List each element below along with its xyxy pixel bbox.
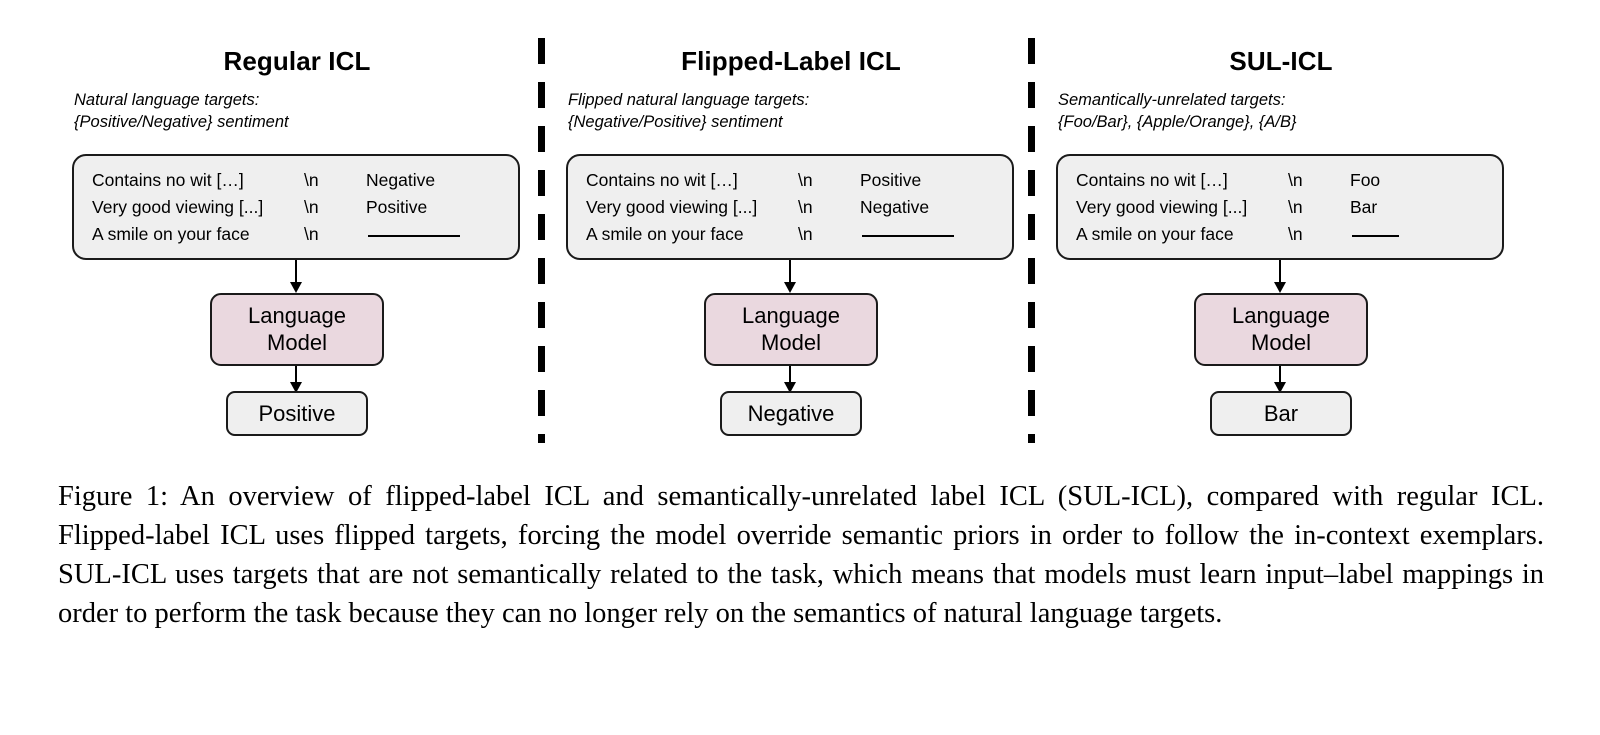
output-box-flipped: Negative (720, 391, 862, 436)
language-model-box-flipped: Language Model (704, 293, 878, 366)
prompt-input-text: A smile on your face (586, 224, 744, 244)
prompt-newline-token: \n (1288, 197, 1303, 217)
prompt-target-blank (860, 221, 1006, 248)
prompt-box-sul: Contains no wit […] \n Foo Very good vie… (1056, 154, 1504, 260)
column-sul-icl: SUL-ICL Semantically-unrelated targets: … (1046, 0, 1516, 470)
prompt-input-text: Contains no wit […] (586, 170, 738, 190)
arrow-prompt-to-model (783, 260, 798, 293)
prompt-target-label: Negative (366, 170, 436, 190)
blank-underscore (1352, 235, 1399, 237)
prompt-row: A smile on your face \n (586, 221, 1006, 248)
prompt-row: Very good viewing [...] \n Positive (92, 194, 512, 221)
prompt-row: A smile on your face \n (92, 221, 512, 248)
prompt-newline-token: \n (304, 197, 319, 217)
prompt-target-label: Bar (1350, 197, 1378, 217)
prompt-row: Very good viewing [...] \n Bar (1076, 194, 1496, 221)
prompt-row: A smile on your face \n (1076, 221, 1496, 248)
figure-caption-text: Figure 1: An overview of flipped-label I… (58, 481, 1544, 629)
language-model-box-regular: Language Model (210, 293, 384, 366)
prompt-rows: Contains no wit […] \n Negative Very goo… (92, 167, 512, 248)
prompt-target-label: Positive (860, 170, 922, 190)
prompt-newline-token: \n (304, 170, 319, 190)
prompt-input-text: Very good viewing [...] (586, 197, 758, 217)
prompt-box-flipped: Contains no wit […] \n Positive Very goo… (566, 154, 1014, 260)
column-title-regular: Regular ICL (223, 46, 371, 76)
column-subtitle-regular: Natural language targets: {Positive/Nega… (74, 91, 289, 131)
prompt-input-text: Very good viewing [...] (1076, 197, 1248, 217)
prompt-target-label: Foo (1350, 170, 1381, 190)
prompt-input-text: Contains no wit […] (92, 170, 244, 190)
arrow-model-to-output (783, 366, 798, 393)
prompt-target-blank (1350, 221, 1496, 248)
output-box-regular: Positive (226, 391, 368, 436)
column-divider-1 (538, 38, 545, 443)
blank-underscore (368, 235, 460, 237)
prompt-rows: Contains no wit […] \n Foo Very good vie… (1076, 167, 1496, 248)
prompt-row: Contains no wit […] \n Negative (92, 167, 512, 194)
prompt-box-regular: Contains no wit […] \n Negative Very goo… (72, 154, 520, 260)
arrow-model-to-output (289, 366, 304, 393)
prompt-newline-token: \n (798, 170, 813, 190)
prompt-newline-token: \n (798, 224, 813, 244)
language-model-box-sul: Language Model (1194, 293, 1368, 366)
prompt-row: Contains no wit […] \n Positive (586, 167, 1006, 194)
figure-caption: Figure 1: An overview of flipped-label I… (58, 478, 1544, 634)
prompt-newline-token: \n (304, 224, 319, 244)
prompt-input-text: A smile on your face (92, 224, 250, 244)
arrow-model-to-output (1273, 366, 1288, 393)
blank-underscore (862, 235, 954, 237)
column-subtitle-flipped: Flipped natural language targets: {Negat… (568, 91, 810, 131)
column-title-flipped: Flipped-Label ICL (681, 46, 901, 76)
output-box-sul: Bar (1210, 391, 1352, 436)
prompt-newline-token: \n (798, 197, 813, 217)
column-flipped-label-icl: Flipped-Label ICL Flipped natural langua… (556, 0, 1026, 470)
prompt-newline-token: \n (1288, 224, 1303, 244)
arrow-prompt-to-model (289, 260, 304, 293)
column-regular-icl: Regular ICL Natural language targets: {P… (62, 0, 532, 470)
prompt-target-label: Negative (860, 197, 930, 217)
prompt-input-text: Contains no wit […] (1076, 170, 1228, 190)
column-title-sul: SUL-ICL (1229, 46, 1333, 76)
prompt-input-text: A smile on your face (1076, 224, 1234, 244)
prompt-row: Very good viewing [...] \n Negative (586, 194, 1006, 221)
prompt-rows: Contains no wit […] \n Positive Very goo… (586, 167, 1006, 248)
arrow-prompt-to-model (1273, 260, 1288, 293)
prompt-input-text: Very good viewing [...] (92, 197, 264, 217)
figure-diagram: Regular ICL Natural language targets: {P… (62, 0, 1516, 470)
column-subtitle-sul: Semantically-unrelated targets: {Foo/Bar… (1058, 91, 1297, 131)
prompt-newline-token: \n (1288, 170, 1303, 190)
prompt-row: Contains no wit […] \n Foo (1076, 167, 1496, 194)
prompt-target-label: Positive (366, 197, 428, 217)
column-divider-2 (1028, 38, 1035, 443)
prompt-target-blank (366, 221, 512, 248)
